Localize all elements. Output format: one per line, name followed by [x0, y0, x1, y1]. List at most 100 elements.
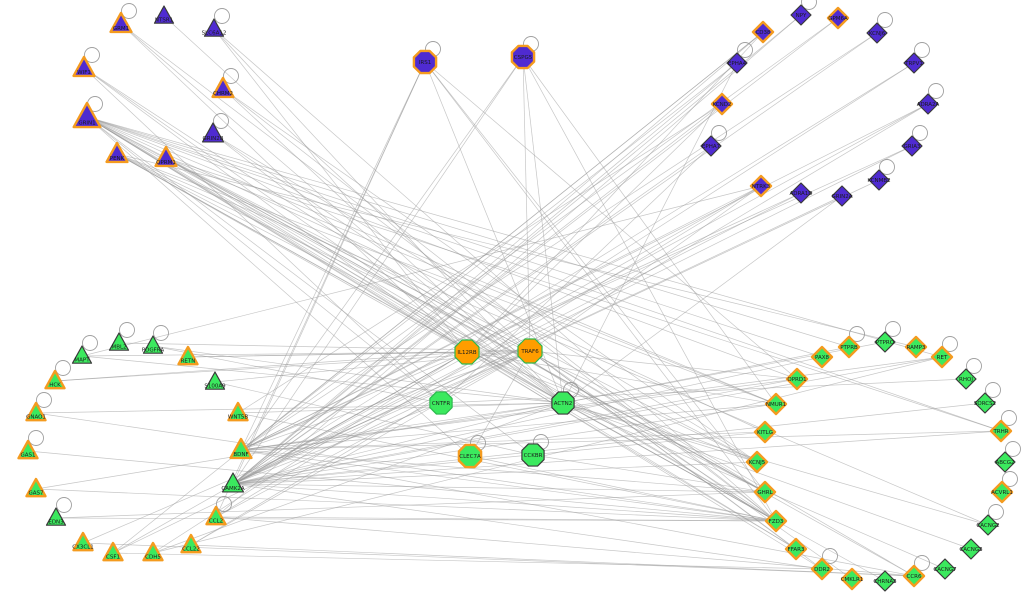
node-PENK[interactable]: PENK [105, 141, 129, 164]
diamond-shape [902, 564, 926, 588]
edge [116, 153, 989, 526]
edge [232, 402, 986, 485]
edge [522, 56, 777, 405]
node-GNAO1[interactable]: GNAO1 [25, 401, 47, 422]
diamond-shape [960, 538, 982, 560]
triangle-shape [211, 76, 235, 99]
edge [232, 403, 777, 485]
edge [215, 61, 426, 518]
node-CHRM2[interactable]: CHRM2 [211, 76, 235, 99]
node-PDGFRA[interactable]: PDGFRA [142, 335, 165, 354]
edge [215, 516, 915, 577]
node-GRIA3[interactable]: GRIA3 [901, 135, 923, 157]
node-ACVRL1[interactable]: ACVRL1 [990, 480, 1014, 504]
node-TRHR[interactable]: TRHR [989, 419, 1013, 443]
node-PTPRO[interactable]: PTPRO [874, 331, 896, 353]
node-KCNJ6[interactable]: KCNJ6 [866, 22, 888, 44]
triangle-shape [105, 141, 129, 164]
node-ABCG2[interactable]: ABCG2 [994, 451, 1016, 473]
node-KCNMB2[interactable]: KCNMB2 [867, 169, 891, 191]
node-CCKBR[interactable]: CCKBR [521, 443, 545, 467]
node-FZD3[interactable]: FZD3 [764, 509, 788, 533]
octagon-shape [457, 443, 483, 469]
node-TRPV1[interactable]: TRPV1 [903, 52, 925, 74]
node-CACNG7[interactable]: CACNG7 [933, 558, 957, 580]
self-loop-edge [84, 47, 100, 63]
node-CD38[interactable]: CD38 [751, 20, 775, 44]
edge [466, 351, 797, 550]
node-NMUR1[interactable]: NMUR1 [764, 392, 788, 416]
node-RAMP3[interactable]: RAMP3 [904, 335, 928, 359]
triangle-shape [229, 437, 253, 460]
node-CNTFR[interactable]: CNTFR [429, 391, 453, 415]
diamond-shape [930, 345, 954, 369]
node-CCL2[interactable]: CCL2 [205, 505, 227, 526]
self-loop-edge [213, 113, 229, 129]
node-SORCS2[interactable]: SORCS2 [974, 392, 996, 414]
node-OPRD1[interactable]: OPRD1 [785, 367, 809, 391]
edge [152, 356, 943, 554]
node-MAPT[interactable]: MAPT [71, 345, 93, 364]
node-WIF1[interactable]: WIF1 [72, 55, 96, 78]
node-IL12RB[interactable]: IL12RB [454, 339, 480, 365]
node-RHOJ[interactable]: RHOJ [955, 368, 977, 390]
node-GRM1[interactable]: GRM1 [109, 11, 133, 34]
node-FFAR3[interactable]: FFAR3 [784, 537, 808, 561]
self-loop-edge [985, 382, 1001, 398]
node-CACNG3[interactable]: CACNG3 [959, 538, 983, 560]
node-GRIN1[interactable]: GRIN1 [72, 101, 102, 129]
edge [532, 454, 766, 493]
edge [232, 431, 766, 485]
node-CSPG5[interactable]: CSPG5 [510, 44, 536, 70]
diamond-shape [874, 331, 896, 353]
triangle-shape [142, 541, 164, 562]
edge [424, 61, 766, 493]
node-PAX8[interactable]: PAX8 [810, 345, 834, 369]
node-KITLG[interactable]: KITLG [753, 420, 777, 444]
node-DDR2[interactable]: DDR2 [810, 557, 834, 581]
diamond-shape [710, 92, 734, 116]
node-SLC6A12[interactable]: SLC6A12 [202, 18, 227, 37]
edge [212, 133, 531, 352]
node-CCR6[interactable]: CCR6 [902, 564, 926, 588]
node-GRIN2A[interactable]: GRIN2A [831, 185, 853, 207]
node-GHRL[interactable]: GHRL [753, 480, 777, 504]
node-GPM6A[interactable]: GPM6A [826, 6, 850, 30]
node-CCL22[interactable]: CCL22 [180, 533, 202, 554]
node-NTSR1[interactable]: NTSR1 [153, 5, 175, 24]
node-RET[interactable]: RET [930, 345, 954, 369]
node-EPHA4[interactable]: EPHA4 [726, 52, 748, 74]
node-CACNG2[interactable]: CACNG2 [976, 514, 1000, 536]
node-GRIN2B[interactable]: GRIN2B [201, 122, 225, 143]
edge [232, 56, 524, 485]
node-MBL2[interactable]: MBL2 [108, 332, 130, 351]
edge [562, 62, 738, 404]
node-CX3CL1[interactable]: CX3CL1 [72, 531, 94, 552]
node-IRS1[interactable]: IRS1 [412, 49, 438, 75]
node-EDN3[interactable]: EDN3 [45, 507, 67, 526]
edge [81, 351, 468, 357]
node-GAS1[interactable]: GAS1 [17, 439, 39, 460]
node-NPY[interactable]: NPY [790, 4, 812, 26]
node-NTRK3[interactable]: NTRK3 [749, 174, 773, 198]
edge [81, 185, 762, 357]
edge [27, 450, 777, 522]
self-loop-edge [914, 555, 930, 571]
node-S100A9[interactable]: S100A9 [204, 371, 226, 390]
node-CMKLR1[interactable]: CMKLR1 [841, 567, 864, 591]
triangle-shape [204, 371, 226, 390]
node-ADRA2A[interactable]: ADRA2A [917, 93, 940, 115]
edge [86, 116, 471, 457]
node-KCNJ5[interactable]: KCNJ5 [745, 450, 769, 474]
node-ACTN2[interactable]: ACTN2 [551, 391, 575, 415]
node-CLEC7A[interactable]: CLEC7A [457, 443, 483, 469]
diamond-shape [934, 558, 956, 580]
diamond-shape [790, 4, 812, 26]
edge [237, 412, 777, 522]
node-TRAF6[interactable]: TRAF6 [517, 338, 543, 364]
node-CSF1[interactable]: CSF1 [102, 541, 124, 562]
node-PTPRB[interactable]: PTPRB [837, 335, 861, 359]
node-WNT5B[interactable]: WNT5B [227, 401, 249, 422]
node-HCK[interactable]: HCK [44, 369, 66, 390]
